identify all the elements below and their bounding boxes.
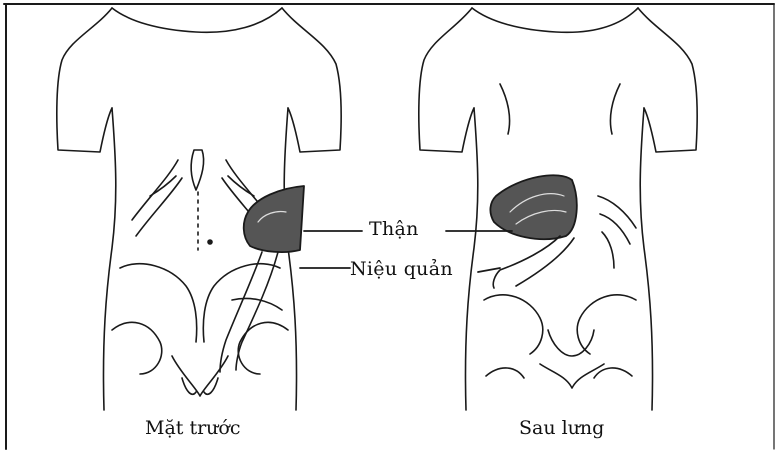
back-hip-right [594,368,632,378]
front-neck-line [112,8,282,32]
ureter-leader-back [478,268,500,272]
back-rib-1 [598,196,636,228]
back-pelvis-right [577,295,636,354]
back-figure [419,8,697,410]
front-torso-left [103,108,115,410]
front-pubis [172,356,228,396]
back-right-shoulder [638,8,697,152]
front-sternum [191,150,203,190]
front-hip-right [238,322,288,374]
front-navel [208,240,212,244]
back-left-shoulder [419,8,474,152]
back-rib-3 [602,232,614,268]
front-caption: Mặt trước [145,417,241,439]
kidney-label: Thận [369,218,419,240]
front-rib-5 [150,176,176,196]
back-torso-right [640,108,652,410]
back-hip-left [486,368,524,378]
back-pelvis-left [484,295,543,354]
front-rib-6 [228,176,254,196]
back-ureter-2 [516,238,574,286]
front-left-shoulder [57,8,112,152]
back-caption: Sau lưng [519,417,604,439]
front-right-shoulder [282,8,341,152]
back-neck-line [472,8,638,32]
front-hip-left [112,322,162,374]
back-coccyx [540,364,604,388]
front-pelvis-left [120,264,197,342]
back-scapula-right [610,84,620,134]
back-scapula-left [500,84,510,134]
front-figure [57,8,341,410]
back-torso-left [465,108,477,410]
back-rib-2 [600,214,630,244]
front-ureter-2 [236,252,278,370]
ureter-label: Niệu quản [350,258,453,280]
back-kidney-shape [490,175,576,239]
front-torso-right [284,108,296,410]
